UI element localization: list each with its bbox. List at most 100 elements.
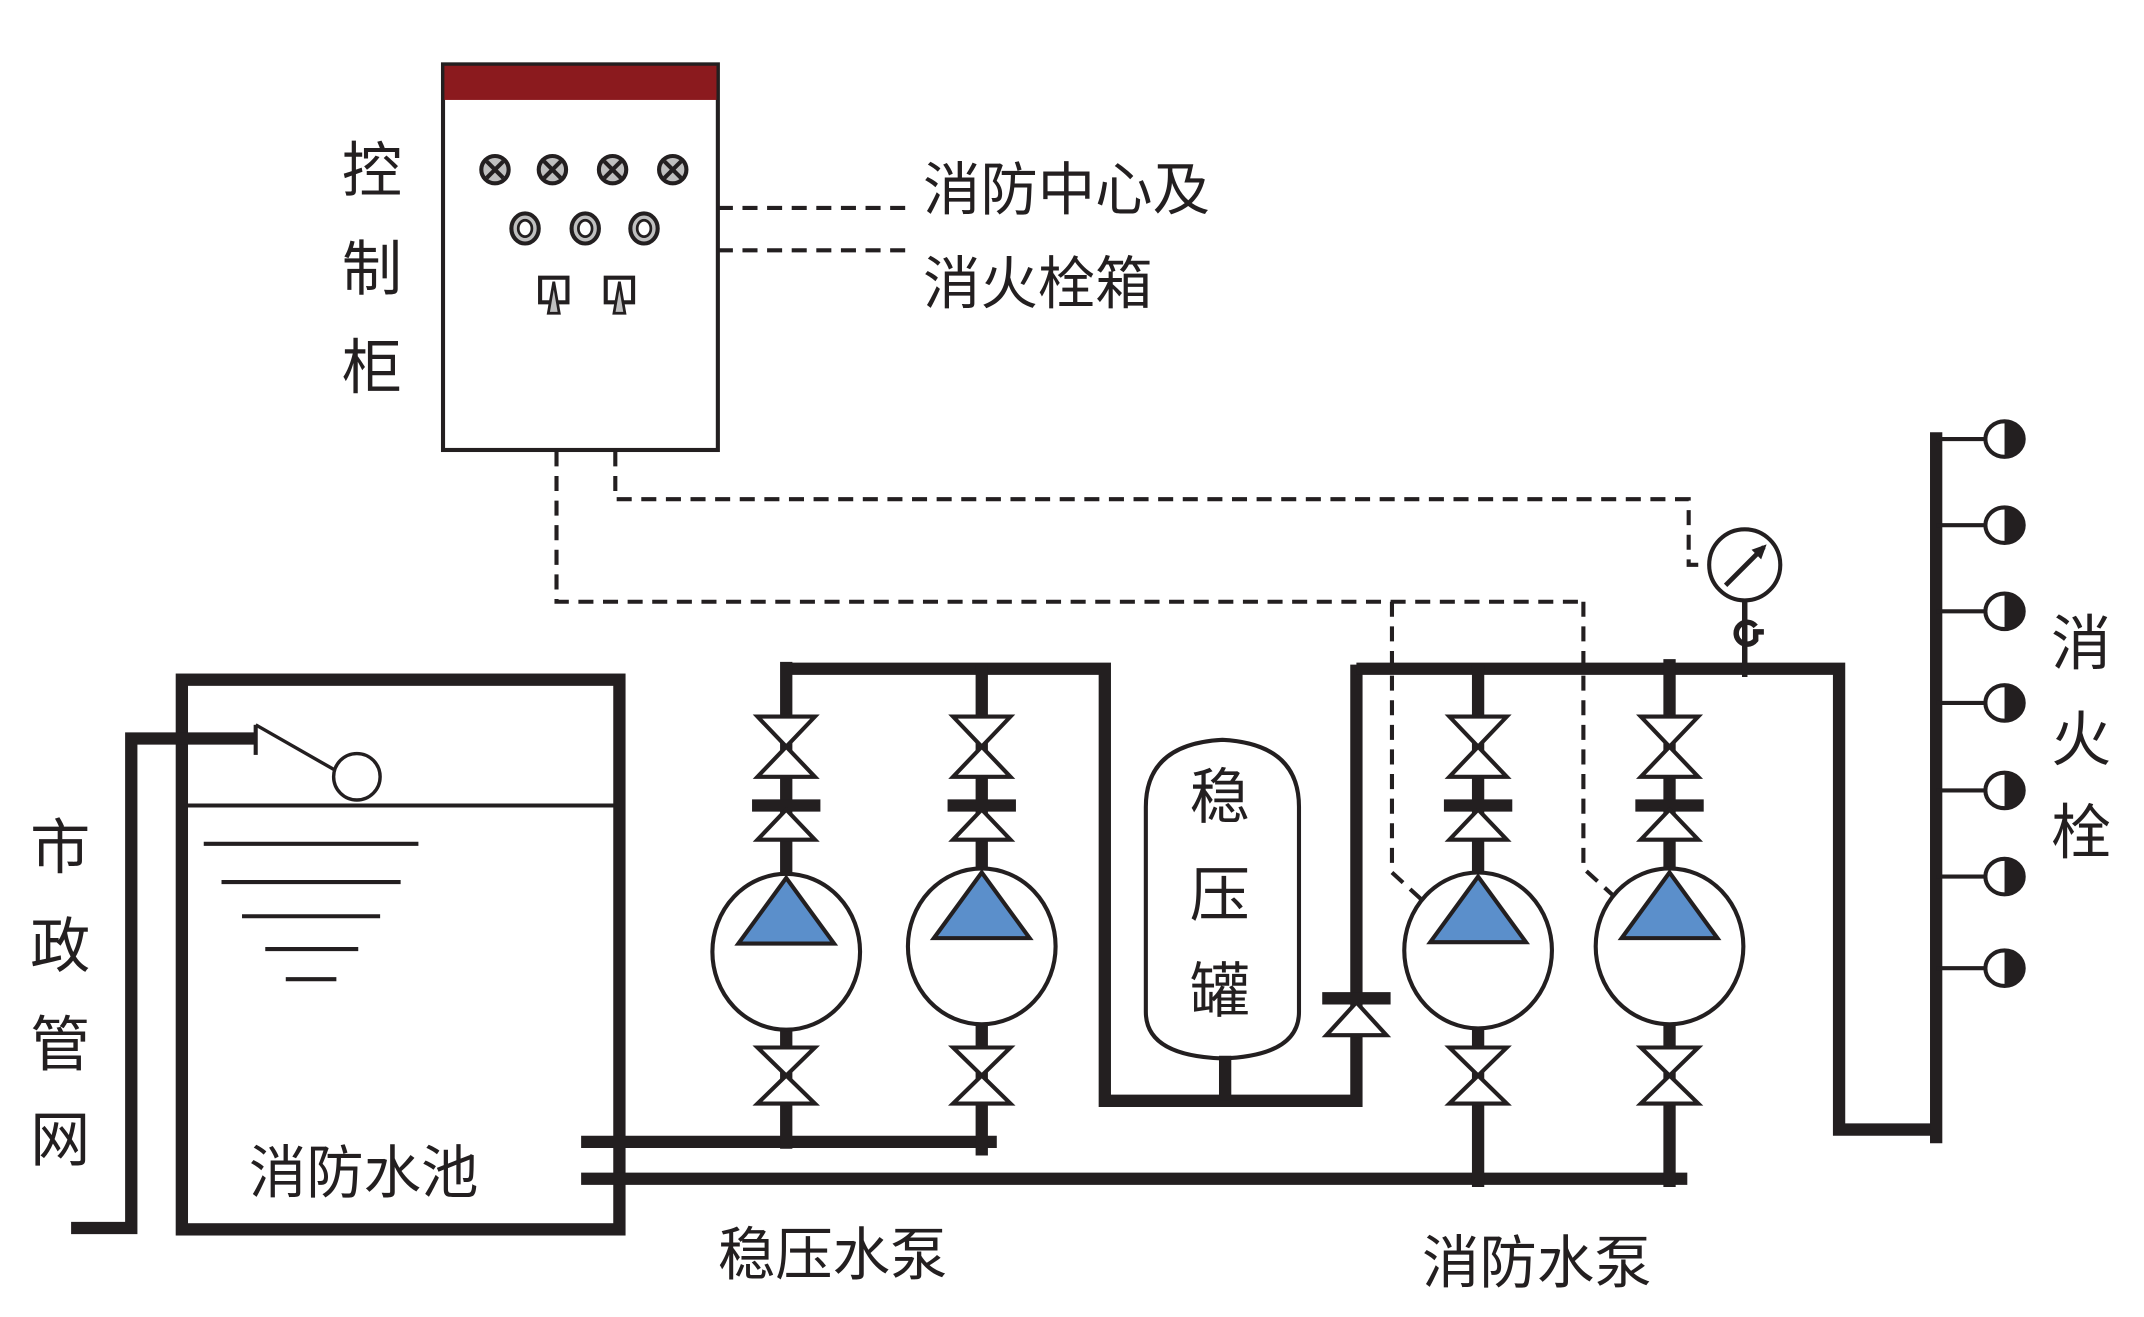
indicator-lamp-icon <box>657 153 689 186</box>
control-cabinet <box>440 62 720 453</box>
check-valve-triangle <box>948 806 1016 842</box>
pressure-gauge <box>1707 527 1783 677</box>
municipal-label-char-3: 管 <box>30 1010 90 1080</box>
hydrant-icon <box>1936 770 2026 811</box>
booster-pumps-label: 稳压水泵 <box>718 1221 948 1288</box>
pump-impeller-icon <box>734 874 839 946</box>
hydrant-fill <box>2004 507 2024 543</box>
indicator-lamp-icon <box>536 153 569 186</box>
selector-switch-icon <box>538 275 570 315</box>
pump-impeller-icon <box>1617 869 1722 941</box>
pump-casing-icon <box>710 871 863 1032</box>
gate-valve-half <box>948 743 1016 779</box>
selector-switches <box>538 275 636 315</box>
pump-impeller-icon <box>1426 873 1530 945</box>
hydrant-label-char-3: 栓 <box>2051 798 2111 868</box>
hydrant-label-char-1: 消 <box>2051 610 2111 680</box>
pressure-tank <box>1143 737 1302 1101</box>
hydrant-fill <box>2004 950 2024 986</box>
hydrant-icon <box>1936 856 2026 897</box>
hydrants <box>1936 419 2026 989</box>
gate-valve-half <box>1444 714 1512 750</box>
pumps <box>710 659 1746 1187</box>
push-button-icon <box>509 211 541 246</box>
hydrant-fill <box>2004 858 2024 895</box>
gate-valve-half <box>752 714 820 750</box>
check-valve-triangle <box>1321 999 1392 1038</box>
fire-water-pool <box>175 673 626 1236</box>
switch-lever <box>612 281 627 315</box>
check-valve-triangle <box>1636 806 1704 842</box>
hydrant-label-char-2: 火 <box>2051 705 2111 775</box>
gate-valve-half <box>752 743 820 779</box>
lamp-cross <box>542 160 563 180</box>
gate-valve-icon <box>752 714 820 779</box>
gate-valve-icon <box>752 1045 820 1106</box>
tank-label-char-2: 压 <box>1190 861 1250 931</box>
signal-line-fire-pump-2 <box>1581 601 1615 898</box>
gate-valve-icon <box>948 714 1016 779</box>
gate-valve-half <box>752 1072 820 1106</box>
pool-tank <box>175 673 626 1236</box>
hydrant-box-label: 消火栓箱 <box>923 251 1153 318</box>
gate-valve-half <box>948 1072 1016 1106</box>
check-valve-triangle <box>752 806 820 842</box>
float-valve-arm <box>254 723 343 776</box>
switch-lever <box>546 281 561 315</box>
tank-label-char-3: 罐 <box>1190 957 1250 1027</box>
hydrant-fill <box>2004 772 2024 809</box>
lamp-cross <box>485 160 505 180</box>
button-center <box>635 218 653 239</box>
municipal-label-char-2: 政 <box>30 912 90 982</box>
indicator-lamp-icon <box>596 153 629 186</box>
cabinet-label-char-3: 柜 <box>342 333 402 403</box>
gate-valve-icon <box>1635 1045 1704 1106</box>
gate-valve-half <box>1636 743 1704 779</box>
check-valve-icon <box>1443 799 1513 842</box>
hydrant-fill <box>2004 685 2024 721</box>
button-center <box>577 218 594 239</box>
fire-pump-assembly <box>1593 659 1746 1187</box>
fire-pumps-label: 消防水泵 <box>1422 1230 1652 1297</box>
fire-center-label: 消防中心及 <box>923 156 1210 223</box>
hydrant-icon <box>1936 683 2026 723</box>
gate-valve-half <box>752 1045 820 1079</box>
cabinet-body <box>440 62 720 453</box>
gate-valve-icon <box>1636 714 1704 779</box>
gate-valve-half <box>1636 714 1704 750</box>
pump-casing-icon <box>1593 866 1746 1027</box>
gate-valve-icon <box>948 1045 1016 1106</box>
fire-pool-label: 消防水池 <box>249 1139 479 1206</box>
gate-valve-icon <box>1444 1045 1512 1106</box>
button-center <box>516 218 534 239</box>
cabinet-header-bar <box>444 65 717 100</box>
hydrant-icon <box>1936 505 2026 546</box>
municipal-label-char-4: 网 <box>30 1106 90 1176</box>
booster-pump-assembly <box>710 661 863 1149</box>
fire-discharge-header <box>1356 662 1942 1136</box>
gauge-siphon-icon <box>1733 619 1764 647</box>
lamp-cross <box>602 160 623 180</box>
gate-valve-half <box>1635 1045 1704 1079</box>
gate-valve-half <box>948 714 1016 750</box>
hydrant-fill <box>2004 421 2024 457</box>
gate-valve-half <box>948 1045 1016 1079</box>
hydrant-icon <box>1936 948 2026 989</box>
push-buttons <box>509 211 660 246</box>
push-button-icon <box>569 211 601 246</box>
check-valve-triangle <box>1444 806 1512 842</box>
check-valve-icon <box>1635 799 1704 842</box>
check-valve <box>1321 992 1392 1038</box>
signal-line-fire-pumps <box>554 451 1584 604</box>
gate-valve-half <box>1635 1072 1704 1106</box>
selector-switch-icon <box>603 275 636 315</box>
gate-valve-half <box>1444 1072 1512 1106</box>
cabinet-label-char-2: 制 <box>342 235 402 305</box>
lamp-cross <box>663 160 683 180</box>
tank-label-char-1: 稳 <box>1190 763 1250 833</box>
hydrant-icon <box>1936 591 2026 632</box>
signal-line-fire-pump-1 <box>1389 601 1427 905</box>
gate-valve-half <box>1444 743 1512 779</box>
float-ball-icon <box>331 751 382 802</box>
